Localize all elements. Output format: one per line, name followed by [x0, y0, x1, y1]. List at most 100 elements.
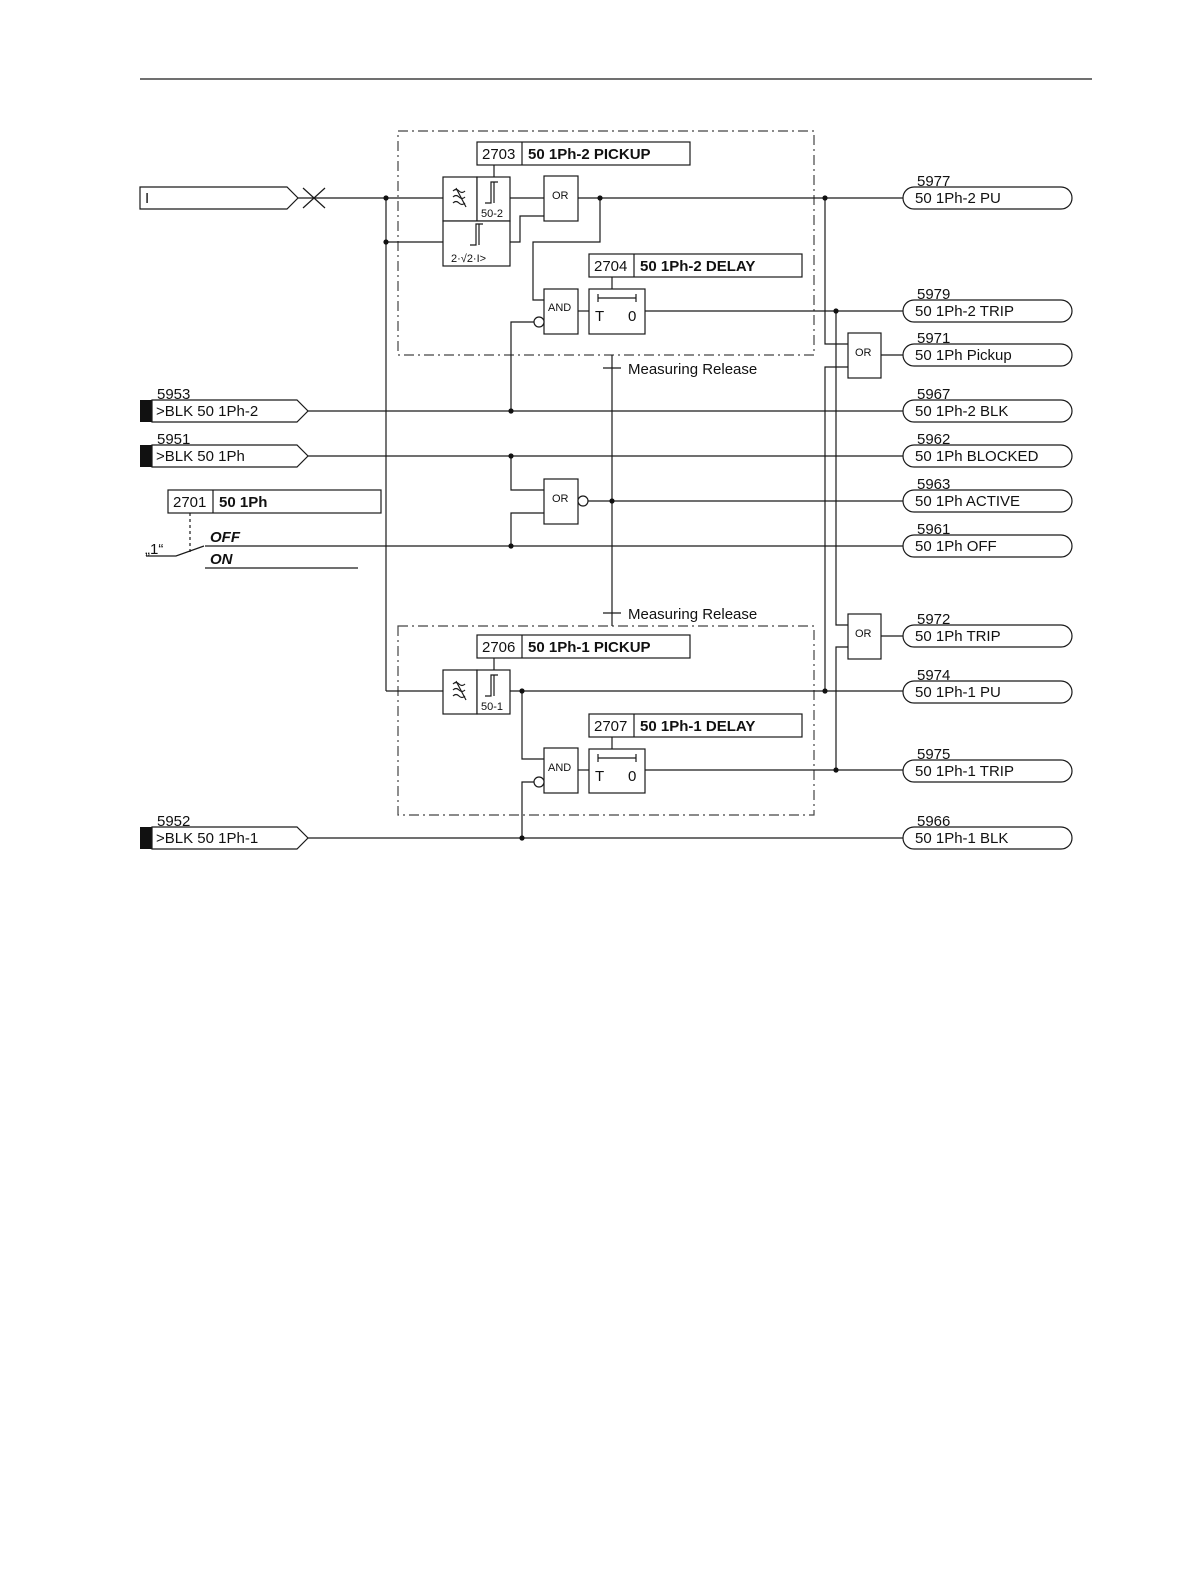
output-label: 50 1Ph-1 TRIP — [915, 763, 1014, 780]
output-number: 5971 — [917, 330, 950, 347]
output-5967: 5967 50 1Ph-2 BLK — [902, 386, 1073, 423]
timer-t-label: T — [595, 308, 604, 325]
output-number: 5975 — [917, 746, 950, 763]
param-2703-label: 50 1Ph-2 PICKUP — [528, 146, 651, 163]
param-2706: 2706 50 1Ph-1 PICKUP — [476, 634, 691, 659]
output-5972: 5972 50 1Ph TRIP — [902, 611, 1073, 648]
measuring-release-bottom: Measuring Release — [628, 606, 757, 623]
filter-block-stage2 — [442, 176, 478, 222]
output-5961: 5961 50 1Ph OFF — [902, 521, 1073, 558]
param-2703-num: 2703 — [482, 146, 515, 163]
param-2701: 2701 50 1Ph — [167, 489, 382, 514]
output-number: 5967 — [917, 386, 950, 403]
param-2704-num: 2704 — [594, 258, 627, 275]
output-number: 5977 — [917, 173, 950, 190]
threshold-50-2-label: 50-2 — [481, 208, 503, 220]
threshold-formula-label: 2·√2·I> — [451, 253, 486, 265]
stage-2-enclosure — [397, 130, 815, 356]
measuring-release-top: Measuring Release — [628, 361, 757, 378]
filter-icon — [452, 187, 467, 208]
input-label: >BLK 50 1Ph-1 — [156, 830, 258, 847]
and-gate-label: AND — [548, 302, 571, 314]
or-gate-trip: OR — [847, 613, 882, 660]
timer-t-label: T — [595, 768, 604, 785]
input-number: 5951 — [157, 431, 190, 448]
output-label: 50 1Ph BLOCKED — [915, 448, 1039, 465]
output-label: 50 1Ph-2 PU — [915, 190, 1001, 207]
output-label: 50 1Ph Pickup — [915, 347, 1012, 364]
output-5966: 5966 50 1Ph-1 BLK — [902, 813, 1073, 850]
filter-block-stage1 — [442, 669, 478, 715]
param-2701-label: 50 1Ph — [219, 494, 267, 511]
output-5977: 5977 50 1Ph-2 PU — [902, 173, 1073, 210]
input-label: >BLK 50 1Ph — [156, 448, 245, 465]
input-number: 5952 — [157, 813, 190, 830]
output-label: 50 1Ph-1 PU — [915, 684, 1001, 701]
output-number: 5979 — [917, 286, 950, 303]
param-2703: 2703 50 1Ph-2 PICKUP — [476, 141, 691, 166]
output-number: 5966 — [917, 813, 950, 830]
output-5963: 5963 50 1Ph ACTIVE — [902, 476, 1073, 513]
and-gate-label: AND — [548, 762, 571, 774]
param-2707-label: 50 1Ph-1 DELAY — [640, 718, 755, 735]
or-gate-active: OR — [543, 478, 589, 525]
param-2707-num: 2707 — [594, 718, 627, 735]
input-i-label: I — [145, 190, 149, 207]
param-2701-num: 2701 — [173, 494, 206, 511]
binary-input-5953: 5953 >BLK 50 1Ph-2 — [140, 386, 309, 423]
or-gate-label: OR — [552, 190, 569, 202]
switch-off-label: OFF — [210, 529, 241, 546]
binary-input-5952: 5952 >BLK 50 1Ph-1 — [140, 813, 309, 850]
stage-1-enclosure — [397, 625, 815, 816]
or-gate-label: OR — [855, 628, 872, 640]
and-gate-stage1: AND — [533, 747, 579, 794]
output-5979: 5979 50 1Ph-2 TRIP — [902, 286, 1073, 323]
or-gate-stage2: OR — [543, 175, 579, 222]
param-2706-num: 2706 — [482, 639, 515, 656]
output-number: 5962 — [917, 431, 950, 448]
or-gate-label: OR — [552, 493, 569, 505]
output-number: 5974 — [917, 667, 950, 684]
threshold-block-2sqrt2: 2·√2·I> — [442, 220, 511, 267]
output-label: 50 1Ph TRIP — [915, 628, 1001, 645]
output-5975: 5975 50 1Ph-1 TRIP — [902, 746, 1073, 783]
input-number: 5953 — [157, 386, 190, 403]
output-number: 5972 — [917, 611, 950, 628]
negation-circle — [533, 316, 545, 328]
param-2704-label: 50 1Ph-2 DELAY — [640, 258, 755, 275]
negation-circle — [533, 776, 545, 788]
timer-zero-label: 0 — [628, 768, 636, 785]
timer-zero-label: 0 — [628, 308, 636, 325]
output-label: 50 1Ph OFF — [915, 538, 997, 555]
threshold-block-50-1: 50-1 — [476, 669, 511, 715]
wires — [146, 165, 903, 839]
switch-on-label: ON — [210, 551, 234, 568]
binary-input-5951: 5951 >BLK 50 1Ph — [140, 431, 309, 468]
input-label: >BLK 50 1Ph-2 — [156, 403, 258, 420]
filter-icon — [452, 680, 467, 701]
output-number: 5961 — [917, 521, 950, 538]
threshold-50-1-label: 50-1 — [481, 701, 503, 713]
and-gate-stage2: AND — [533, 288, 579, 335]
input-i-connector: I — [139, 186, 299, 210]
timer-stage2: T 0 — [588, 288, 646, 335]
junction-dots — [383, 195, 839, 841]
output-number: 5963 — [917, 476, 950, 493]
negation-circle — [577, 495, 589, 507]
or-gate-label: OR — [855, 347, 872, 359]
output-label: 50 1Ph-1 BLK — [915, 830, 1008, 847]
param-2707: 2707 50 1Ph-1 DELAY — [588, 713, 803, 738]
output-label: 50 1Ph ACTIVE — [915, 493, 1020, 510]
param-2704: 2704 50 1Ph-2 DELAY — [588, 253, 803, 278]
output-5974: 5974 50 1Ph-1 PU — [902, 667, 1073, 704]
output-label: 50 1Ph-2 TRIP — [915, 303, 1014, 320]
or-gate-pickup: OR — [847, 332, 882, 379]
timer-stage1: T 0 — [588, 748, 646, 794]
output-5962: 5962 50 1Ph BLOCKED — [902, 431, 1073, 468]
param-2706-label: 50 1Ph-1 PICKUP — [528, 639, 651, 656]
threshold-block-50-2: 50-2 — [476, 176, 511, 222]
output-5971: 5971 50 1Ph Pickup — [902, 330, 1073, 367]
switch-constant-label: „1“ — [145, 541, 163, 558]
output-label: 50 1Ph-2 BLK — [915, 403, 1008, 420]
